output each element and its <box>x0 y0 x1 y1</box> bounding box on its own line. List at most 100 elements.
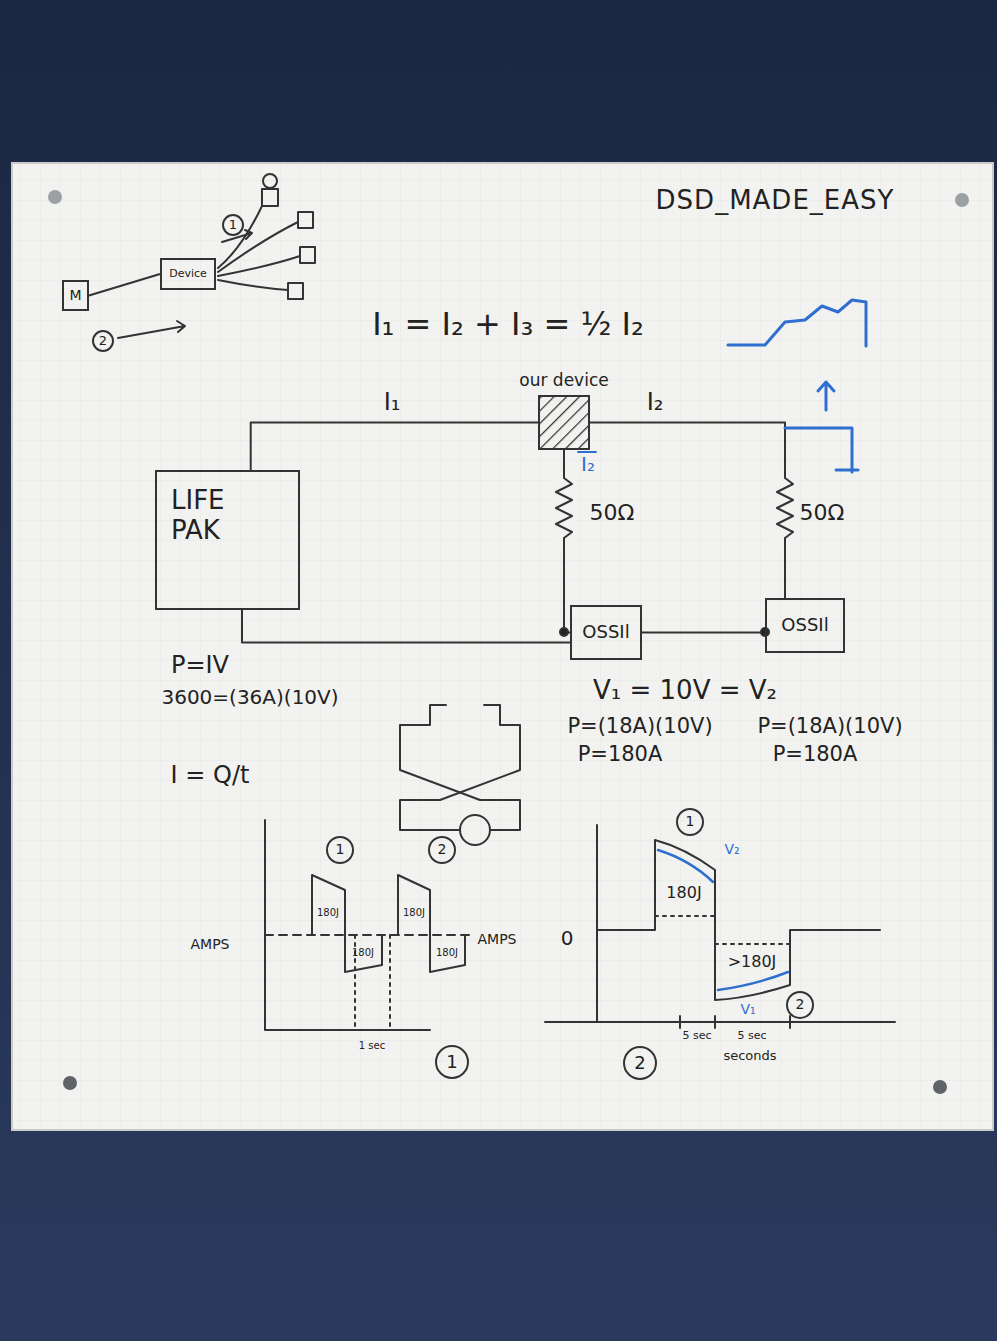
box-label: OSSIl <box>582 622 629 643</box>
pulse <box>312 875 345 935</box>
pulse-energy: 180J <box>317 907 339 918</box>
callout-circle <box>429 837 455 863</box>
bridge-symbol <box>460 815 490 845</box>
wire <box>89 274 160 296</box>
voltage-label: V₁ <box>740 1002 755 1017</box>
callout-number: 1 <box>446 1052 457 1072</box>
up-arrow <box>818 382 834 410</box>
pulse-energy: 180J <box>436 947 458 958</box>
callout-circle <box>327 837 353 863</box>
callout-number: 2 <box>634 1053 645 1073</box>
hatch-fill <box>540 397 588 448</box>
sketch-box: M <box>62 280 89 311</box>
waveform-sketch <box>785 428 858 472</box>
graph-axis <box>265 820 430 1030</box>
callout-circle <box>787 992 813 1018</box>
formula: 3600=(36A)(10V) <box>161 686 338 708</box>
sketch-box <box>288 283 303 299</box>
wire <box>242 610 570 643</box>
wire <box>642 632 765 634</box>
current-label: I₁ <box>384 389 401 415</box>
resistance-label: 50Ω <box>800 501 845 525</box>
wire <box>251 423 538 471</box>
callout-number: 2 <box>796 997 805 1012</box>
axis-tick <box>680 1016 790 1028</box>
voltage-label: V₂ <box>724 842 739 857</box>
callout-number: 2 <box>99 334 107 348</box>
defibrillator-box: LIFE PAK <box>155 470 300 610</box>
formula: P=180A <box>578 743 663 766</box>
board-screw <box>955 193 969 207</box>
wire <box>590 423 785 599</box>
device-label: our device <box>519 371 608 391</box>
time-label: 5 sec <box>737 1030 766 1042</box>
time-label: 1 sec <box>359 1040 385 1051</box>
waveform-sketch <box>728 300 866 346</box>
pulse-energy: 180J <box>666 884 701 902</box>
hatch-fill <box>540 397 588 448</box>
pulse-energy: >180J <box>728 953 777 971</box>
axis-label: 0 <box>561 927 574 949</box>
axis-label: AMPS <box>191 937 230 952</box>
formula: P=(18A)(10V) <box>757 715 902 738</box>
box-label: LIFE PAK <box>171 486 261 546</box>
biphasic-waveform <box>597 840 880 1000</box>
voltage-curve <box>658 850 713 882</box>
graph-guide <box>655 916 790 944</box>
formula: P=IV <box>171 652 229 678</box>
callout-number: 1 <box>686 814 695 829</box>
callout-circle <box>223 215 243 235</box>
callout-number: 1 <box>229 218 237 232</box>
pulse <box>430 935 465 972</box>
box-label: M <box>69 287 81 303</box>
current-label: I₂ <box>581 453 595 475</box>
time-label: seconds <box>723 1049 776 1063</box>
resistor-symbol <box>556 470 572 548</box>
callout-circle <box>624 1047 656 1079</box>
junction-dot <box>560 628 568 636</box>
bridge-symbol <box>400 705 480 800</box>
branch-line <box>218 280 288 290</box>
current-label: I₂ <box>647 389 664 415</box>
wire-gap <box>772 470 798 548</box>
sketch-box <box>262 189 278 206</box>
equation: I₁ = I₂ + I₃ = ½ I₂ <box>372 307 644 342</box>
branch-line <box>218 206 262 268</box>
callout-circle <box>677 809 703 835</box>
formula: I = Q/t <box>171 762 250 788</box>
resistance-label: 50Ω <box>590 501 635 525</box>
sketch-box <box>298 212 313 228</box>
pulse <box>345 935 382 972</box>
formula: V₁ = 10V = V₂ <box>593 676 777 705</box>
callout-number: 1 <box>336 842 345 857</box>
axis-label: AMPS <box>478 932 517 947</box>
formula: P=(18A)(10V) <box>567 715 712 738</box>
graph-axis <box>545 825 895 1022</box>
sketch-arrow <box>118 321 185 338</box>
branch-line <box>218 256 300 276</box>
graph-baseline <box>265 934 470 936</box>
device-box: our device <box>538 395 590 450</box>
callout-number: 2 <box>438 842 447 857</box>
board <box>12 163 993 1130</box>
board-screw <box>63 1076 77 1090</box>
board-screw <box>933 1080 947 1094</box>
box-label: Device <box>169 268 207 281</box>
resistor-symbol <box>777 470 793 548</box>
sketch-box: Device <box>160 258 216 290</box>
board-grid <box>13 164 992 1129</box>
pulse-energy: 180J <box>403 907 425 918</box>
bridge-symbol <box>440 705 520 800</box>
box-label: OSSIl <box>781 615 828 636</box>
board-title: DSD_MADE_EASY <box>656 186 895 215</box>
pulse <box>398 875 430 935</box>
wire-gap <box>551 470 577 548</box>
callout-circle <box>93 331 113 351</box>
voltage-curve <box>718 972 788 990</box>
callout-circle <box>436 1046 468 1078</box>
sketch-box <box>300 247 315 263</box>
oscilloscope-box: OSSIl <box>765 598 845 653</box>
pulse-energy: 180J <box>352 947 374 958</box>
